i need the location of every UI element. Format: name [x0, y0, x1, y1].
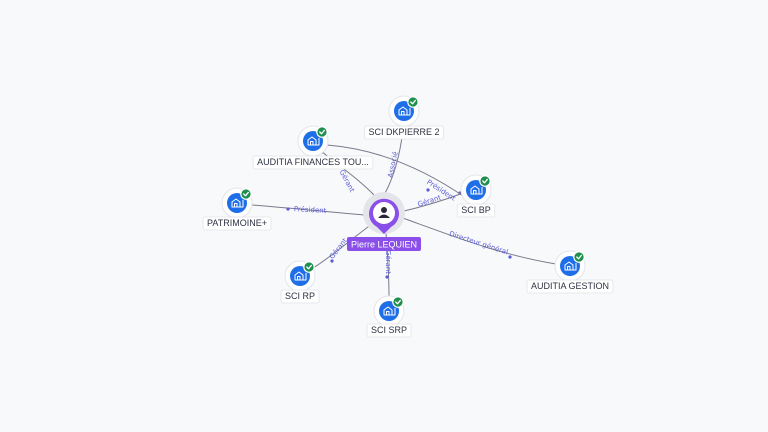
center-name[interactable]: Pierre LEQUIEN [351, 240, 417, 250]
building-icon [231, 198, 244, 208]
verified-check-icon [240, 188, 252, 200]
company-name: SCI RP [285, 291, 315, 301]
edge-auditia-finances: Gérant [317, 147, 377, 198]
company-node-sci-dkpierre-2[interactable]: SCI DKPIERRE 2 [364, 95, 444, 140]
building-icon [383, 306, 396, 316]
edge-line [326, 144, 467, 199]
company-label[interactable]: AUDITIA FINANCES TOU... [252, 155, 374, 170]
company-name: AUDITIA FINANCES TOU... [257, 157, 369, 167]
center-node[interactable]: Pierre LEQUIEN [347, 192, 421, 251]
relation-label: Gérant [328, 237, 349, 261]
company-node-patrimoine-plus[interactable]: PATRIMOINE+ [202, 187, 272, 231]
company-node-auditia-finances[interactable]: AUDITIA FINANCES TOU... [252, 125, 374, 170]
edge-arrow [426, 188, 430, 192]
relation-label: Gérant [338, 169, 356, 194]
edge-line [399, 192, 464, 213]
verified-check-icon [392, 296, 404, 308]
relation-label: Associé [386, 151, 399, 179]
relation-label: Directeur général [448, 230, 509, 257]
edge-arrow [508, 255, 512, 259]
company-node-auditia-gestion[interactable]: AUDITIA GESTION [526, 250, 614, 294]
building-icon [398, 106, 411, 116]
company-name: SCI SRP [371, 325, 407, 335]
building-icon [294, 271, 307, 281]
verified-check-icon [407, 96, 419, 108]
relation-label: Gérant [384, 250, 392, 274]
verified-check-icon [316, 126, 328, 138]
company-node-sci-bp[interactable]: SCI BP [456, 174, 496, 218]
company-node-sci-srp[interactable]: SCI SRP [366, 295, 412, 338]
edge-arrow [286, 207, 290, 211]
edge-patrimoine-plus: Président [251, 204, 365, 216]
edge-auditia-gestion: Directeur général [399, 216, 557, 265]
company-name: SCI DKPIERRE 2 [368, 127, 439, 137]
building-icon [564, 261, 577, 271]
relation-label: Gérant [417, 193, 443, 208]
verified-check-icon [303, 261, 315, 273]
company-node-sci-rp[interactable]: SCI RP [280, 260, 320, 304]
building-icon [470, 185, 483, 195]
company-name: SCI BP [461, 205, 491, 215]
company-label[interactable]: SCI DKPIERRE 2 [364, 125, 444, 140]
relation-label: Président [294, 205, 327, 215]
edge-line [399, 216, 557, 265]
company-label[interactable]: SCI SRP [366, 323, 412, 338]
verified-check-icon [479, 175, 491, 187]
company-name: PATRIMOINE+ [207, 218, 267, 228]
company-label[interactable]: SCI BP [456, 203, 496, 218]
company-label[interactable]: AUDITIA GESTION [526, 279, 614, 294]
nodes-layer: SCI DKPIERRE 2 AUDITIA FINANCES TOU... PAT… [202, 95, 614, 338]
company-name: AUDITIA GESTION [531, 281, 609, 291]
edge-line [309, 223, 373, 271]
edge-arrow [385, 275, 389, 279]
building-icon [307, 136, 320, 146]
edge-line [251, 204, 365, 216]
company-label[interactable]: PATRIMOINE+ [202, 216, 272, 231]
verified-check-icon [573, 251, 585, 263]
center-label-badge [347, 237, 421, 251]
company-label[interactable]: SCI RP [280, 289, 320, 304]
person-icon [378, 207, 390, 218]
edge-arrow [330, 259, 334, 263]
